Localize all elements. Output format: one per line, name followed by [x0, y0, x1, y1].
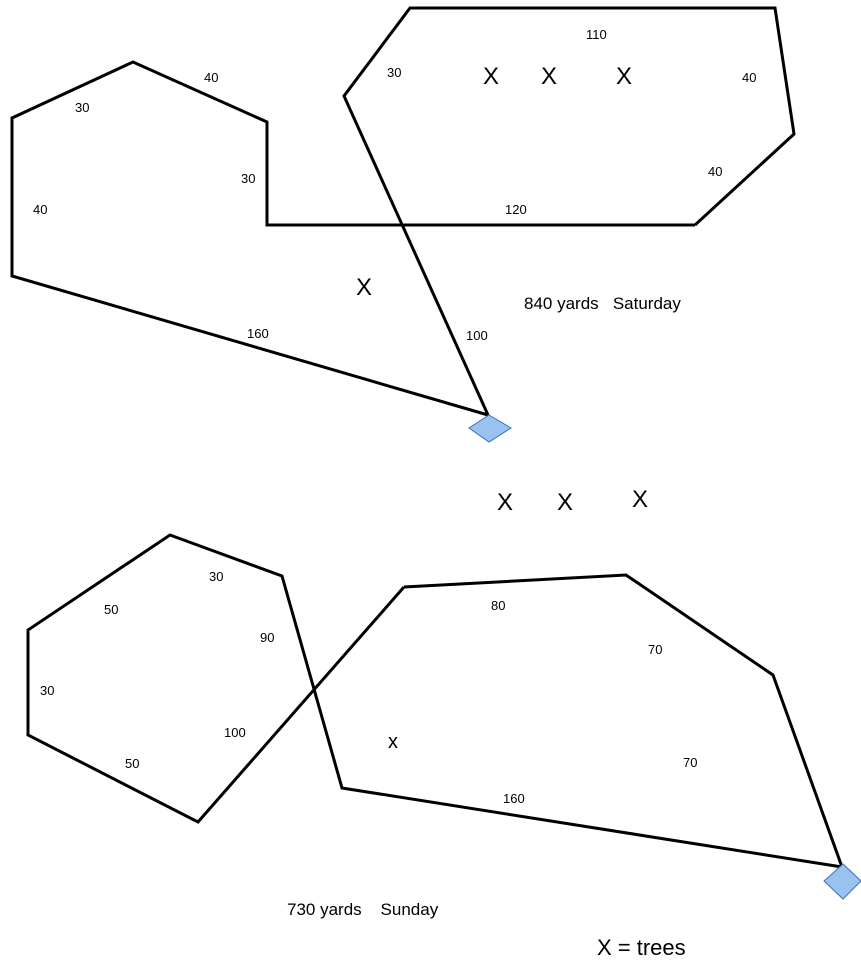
sunday-segment-label: 50 — [125, 756, 139, 771]
tree-mark: X — [541, 63, 557, 90]
sunday-start-marker — [823, 863, 861, 900]
sunday-segment-label: 50 — [104, 602, 118, 617]
saturday-segment-label: 100 — [466, 328, 488, 343]
saturday-segment-label: 30 — [75, 100, 89, 115]
saturday-segment-label: 120 — [505, 202, 527, 217]
sunday-loop-east — [403, 573, 844, 868]
sunday-loop-west — [26, 533, 843, 869]
saturday-route: 30 40 30 40 160 100 30 110 40 40 120 X X… — [10, 6, 796, 443]
between-trees: X X X — [497, 486, 648, 516]
saturday-segment-label: 40 — [33, 202, 47, 217]
tree-mark: X — [356, 274, 372, 301]
tree-mark: X — [483, 63, 499, 90]
saturday-segment-label: 110 — [586, 27, 607, 42]
saturday-segment-label: 40 — [708, 164, 722, 179]
saturday-segment-label: 30 — [387, 65, 401, 80]
sunday-segment-label: 30 — [40, 683, 54, 698]
sunday-route: 50 30 90 30 50 100 80 70 70 160 x 730 ya… — [26, 533, 861, 919]
saturday-caption: 840 yards Saturday — [524, 294, 681, 313]
saturday-segment-label: 160 — [247, 326, 269, 341]
saturday-segment-label: 40 — [204, 70, 218, 85]
sunday-segment-label: 30 — [209, 569, 223, 584]
sunday-segment-label: 160 — [503, 791, 525, 806]
sunday-caption: 730 yards Sunday — [287, 900, 439, 919]
saturday-loop-west — [10, 60, 695, 417]
sunday-segment-label: 70 — [683, 755, 697, 770]
tree-mark: X — [632, 486, 648, 513]
tree-mark: X — [616, 63, 632, 90]
saturday-loop-east — [342, 6, 796, 416]
sunday-segment-label: 70 — [648, 642, 662, 657]
sunday-segment-label: 80 — [491, 598, 505, 613]
sunday-segment-label: 90 — [260, 630, 274, 645]
tree-mark: X — [557, 489, 573, 516]
tree-mark: x — [388, 731, 398, 753]
saturday-segment-label: 40 — [742, 70, 756, 85]
saturday-segment-label: 30 — [241, 171, 255, 186]
saturday-start-marker — [468, 414, 512, 443]
legend: X = trees — [597, 935, 686, 960]
sunday-segment-label: 100 — [224, 725, 246, 740]
tree-mark: X — [497, 489, 513, 516]
